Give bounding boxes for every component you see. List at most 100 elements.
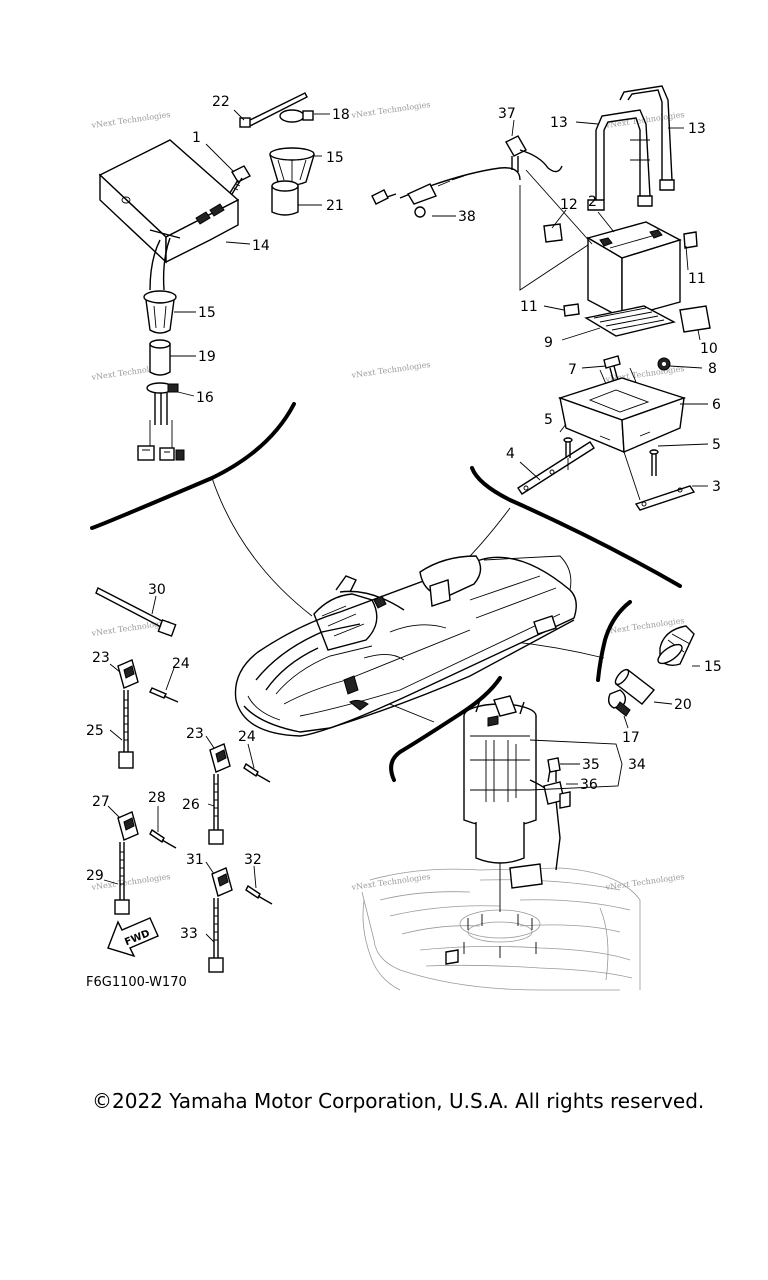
grommet-15-right xyxy=(657,625,695,667)
pad-10 xyxy=(679,305,711,333)
callout-5b: 5 xyxy=(712,437,721,453)
callout-13a: 13 xyxy=(550,115,568,131)
clamp-16 xyxy=(146,382,179,394)
callout-26: 26 xyxy=(182,797,200,813)
drawing-code: F6G1100-W170 xyxy=(86,975,187,990)
tie-29 xyxy=(114,842,130,915)
callout-18: 18 xyxy=(332,107,350,123)
pad-11-right xyxy=(683,231,698,249)
callout-21: 21 xyxy=(326,198,344,214)
battery-cable-38 xyxy=(371,167,521,218)
callout-30: 30 xyxy=(148,582,166,598)
callout-27: 27 xyxy=(92,794,110,810)
group-brace-right xyxy=(470,466,682,588)
callout-15c: 15 xyxy=(704,659,722,675)
callout-17: 17 xyxy=(622,730,640,746)
ecu-harness xyxy=(149,237,171,291)
rivet-32 xyxy=(245,884,273,905)
callout-33: 33 xyxy=(180,926,198,942)
bracket-4 xyxy=(517,441,595,495)
callout-10: 10 xyxy=(700,341,718,357)
mat-9 xyxy=(584,305,676,337)
callout-35: 35 xyxy=(582,757,600,773)
callout-36: 36 xyxy=(580,777,598,793)
fuel-tank-outline xyxy=(361,862,641,991)
bolt-7 xyxy=(603,355,621,391)
box-mount-leads xyxy=(567,451,641,501)
bracket-3 xyxy=(634,485,696,511)
fuel-sensor-36 xyxy=(543,781,571,809)
callout-14: 14 xyxy=(252,238,270,254)
callout-labels: 1 2 3 4 5 5 6 7 8 9 10 11 11 12 13 13 14… xyxy=(86,94,722,942)
group-brace-left xyxy=(90,402,296,530)
bolt-1 xyxy=(227,165,251,197)
callout-32: 32 xyxy=(244,852,262,868)
callout-23a: 23 xyxy=(92,650,110,666)
callout-4: 4 xyxy=(506,446,515,462)
callout-24a: 24 xyxy=(172,656,190,672)
cap-18 xyxy=(279,109,314,123)
battery-strap-13 xyxy=(587,85,675,211)
rivet-28 xyxy=(149,828,177,849)
pin-5-right xyxy=(649,449,659,476)
callout-leaders xyxy=(103,109,709,943)
fwd-arrow-icon: FWD xyxy=(107,917,159,958)
battery-cable-37 xyxy=(505,135,563,173)
callout-12: 12 xyxy=(560,197,578,213)
clip-23-mid xyxy=(209,743,231,773)
callout-15a: 15 xyxy=(326,150,344,166)
callout-8: 8 xyxy=(708,361,717,377)
rivet-24-left xyxy=(149,687,179,703)
watermark: vNext Technologies xyxy=(90,110,171,130)
clamp-17 xyxy=(607,689,631,717)
cable-tie-22 xyxy=(239,92,308,128)
callout-1: 1 xyxy=(192,130,201,146)
sleeve-19 xyxy=(149,339,171,376)
rivet-24-mid xyxy=(243,762,271,783)
sleeve-21 xyxy=(271,180,299,216)
callout-25: 25 xyxy=(86,723,104,739)
grommet-15-top xyxy=(269,147,315,186)
tie-25 xyxy=(118,690,134,769)
fuel-pump-assembly xyxy=(463,695,561,889)
callout-13b: 13 xyxy=(688,121,706,137)
callout-15b: 15 xyxy=(198,305,216,321)
cable-tie-30 xyxy=(95,587,177,637)
group-brace-fuel xyxy=(389,676,502,782)
pad-11-left xyxy=(563,303,580,317)
watermark: vNext Technologies xyxy=(350,360,431,380)
watercraft xyxy=(234,555,577,737)
copyright-notice: ©2022 Yamaha Motor Corporation, U.S.A. A… xyxy=(92,1089,705,1113)
battery-box-6 xyxy=(557,367,687,454)
callout-28: 28 xyxy=(148,790,166,806)
callout-2: 2 xyxy=(588,194,597,210)
group-brace-grommet xyxy=(596,600,632,682)
fuel-bracket-34 xyxy=(529,739,623,791)
callout-16: 16 xyxy=(196,390,214,406)
callout-22: 22 xyxy=(212,94,230,110)
callout-19: 19 xyxy=(198,349,216,365)
clip-27 xyxy=(117,811,139,841)
callout-37: 37 xyxy=(498,106,516,122)
callout-23b: 23 xyxy=(186,726,204,742)
callout-38: 38 xyxy=(458,209,476,225)
watermark: vNext Technologies xyxy=(350,100,431,120)
callout-5a: 5 xyxy=(544,412,553,428)
callout-29: 29 xyxy=(86,868,104,884)
callout-20: 20 xyxy=(674,697,692,713)
battery-2 xyxy=(586,221,682,320)
grommet-15-left xyxy=(143,290,177,334)
clip-31 xyxy=(211,867,233,897)
ecu-14 xyxy=(98,139,240,264)
tie-33 xyxy=(208,898,224,973)
pin-5-left xyxy=(563,437,573,458)
callout-11a: 11 xyxy=(520,299,538,315)
clip-23-left xyxy=(117,659,139,689)
fuel-sensor-35 xyxy=(547,757,561,783)
tie-26 xyxy=(208,774,224,845)
callout-34: 34 xyxy=(628,757,646,773)
callout-3: 3 xyxy=(712,479,721,495)
sleeve-20 xyxy=(614,668,656,705)
callout-6: 6 xyxy=(712,397,721,413)
